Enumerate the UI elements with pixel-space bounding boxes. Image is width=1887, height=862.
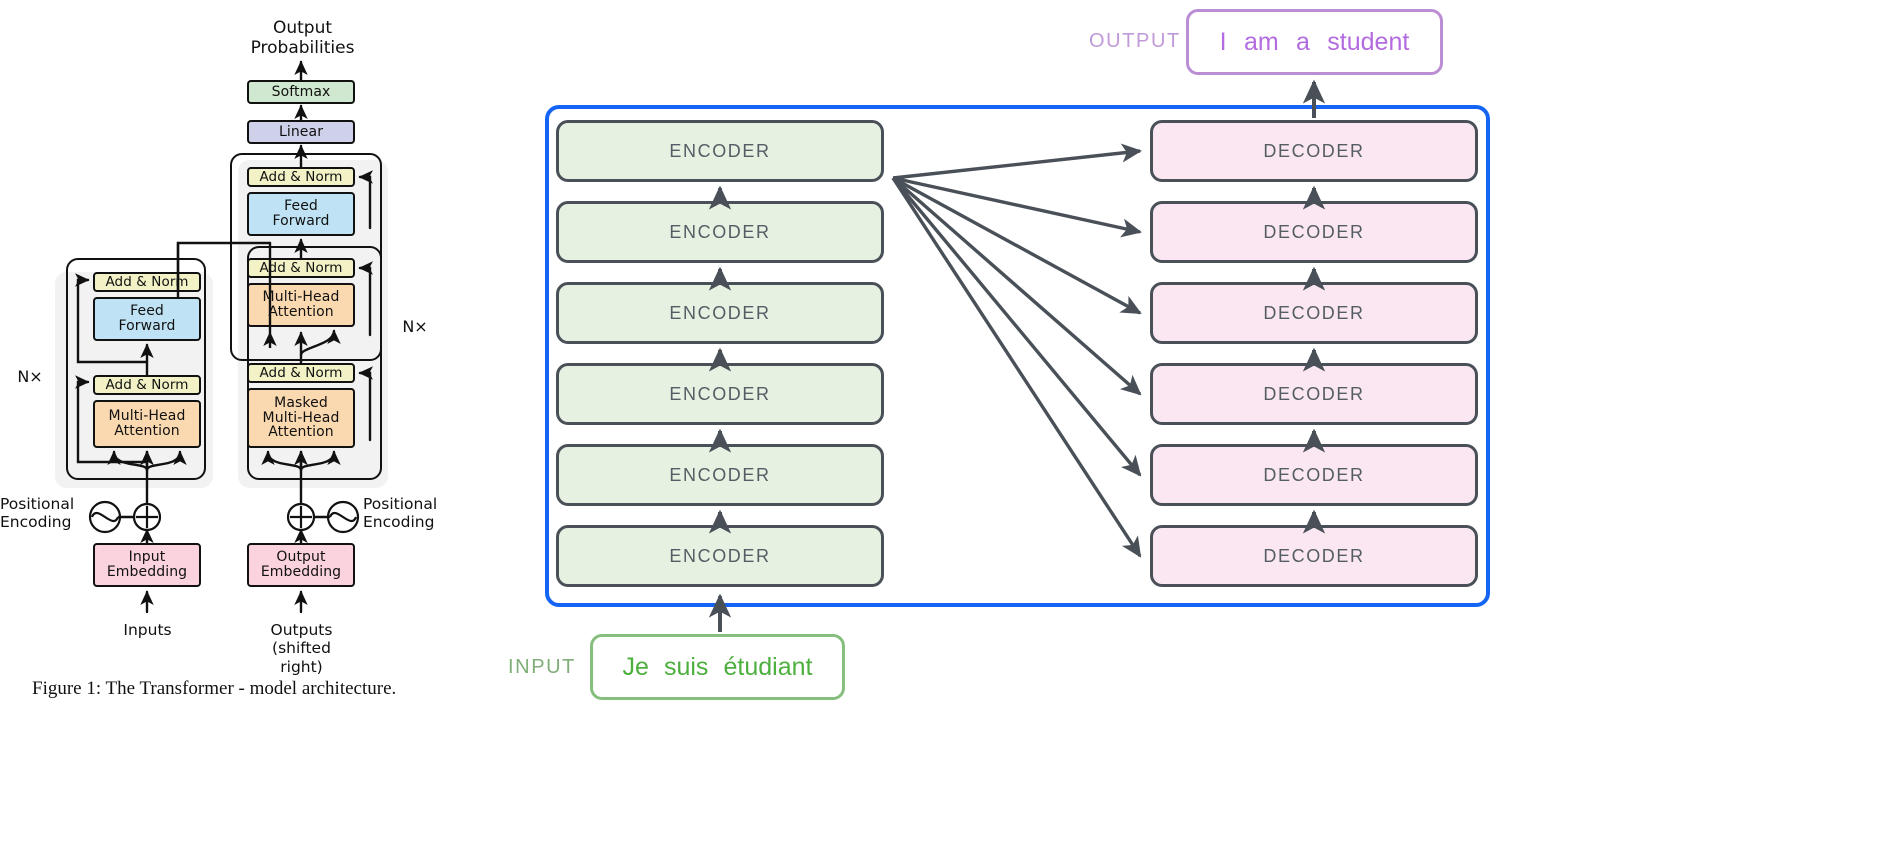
output-probabilities-label: Output Probabilities	[225, 18, 380, 58]
decoder-stack-item-1[interactable]: DECODER	[1150, 525, 1478, 587]
in-emb-line2: Embedding	[106, 564, 188, 580]
encoder-stack-item-5[interactable]: ENCODER	[556, 201, 884, 263]
masked-line2: Multi-Head	[262, 409, 340, 426]
input-token-2: étudiant	[723, 652, 813, 681]
encoder-feed-forward-box: Feed Forward	[93, 297, 201, 341]
pe-left-line1: Positional	[0, 495, 75, 513]
encoder-multi-head-attention-box: Multi-Head Attention	[93, 400, 201, 448]
encoder-stack-item-3[interactable]: ENCODER	[556, 363, 884, 425]
input-tokens-box[interactable]: Je suis étudiant	[590, 634, 845, 700]
output-probabilities-line2: Probabilities	[250, 38, 355, 59]
pe-right-line2: Encoding	[363, 513, 435, 532]
masked-multi-head-attention-box: Masked Multi-Head Attention	[247, 388, 355, 448]
input-token-0: Je	[622, 652, 649, 681]
figure-caption: Figure 1: The Transformer - model archit…	[32, 678, 397, 699]
masked-line1: Masked	[274, 394, 328, 411]
pe-right-line1: Positional	[363, 495, 438, 513]
out-emb-line2: Embedding	[260, 564, 342, 580]
decoder-add-norm-mid: Add & Norm	[247, 258, 355, 278]
inputs-label: Inputs	[123, 621, 172, 639]
output-token-3: student	[1327, 27, 1410, 56]
encoder-stack-item-2[interactable]: ENCODER	[556, 444, 884, 506]
input-embedding-box: Input Embedding	[93, 543, 201, 587]
nx-right-label: N×	[402, 317, 428, 336]
decoder-feed-forward-box: Feed Forward	[247, 192, 355, 236]
decoder-stack-item-2[interactable]: DECODER	[1150, 444, 1478, 506]
input-label: INPUT	[508, 656, 576, 678]
enc-mha-line1: Multi-Head	[108, 408, 186, 425]
encoder-repeat-frame	[66, 258, 206, 480]
output-token-1: am	[1243, 27, 1279, 56]
enc-ff-line1: Feed	[130, 303, 164, 320]
encoder-add-norm-bottom: Add & Norm	[93, 375, 201, 395]
encoder-stack-item-4[interactable]: ENCODER	[556, 282, 884, 344]
out-emb-line1: Output	[276, 549, 326, 566]
encoder-stack-item-6[interactable]: ENCODER	[556, 120, 884, 182]
input-token-1: suis	[663, 652, 709, 681]
transformer-frame	[545, 105, 1490, 607]
decoder-multi-head-attention-box: Multi-Head Attention	[247, 283, 355, 327]
output-tokens-box[interactable]: I am a student	[1186, 9, 1443, 75]
decoder-stack-item-4[interactable]: DECODER	[1150, 282, 1478, 344]
enc-ff-line2: Forward	[118, 318, 176, 334]
ff-line1: Feed	[284, 198, 318, 215]
masked-line3: Attention	[268, 424, 334, 441]
outputs-line2: (shifted right)	[272, 639, 331, 676]
linear-box: Linear	[247, 120, 355, 144]
encoder-add-norm-top: Add & Norm	[93, 272, 201, 292]
decoder-add-norm-bottom: Add & Norm	[247, 363, 355, 383]
decoder-stack-item-3[interactable]: DECODER	[1150, 363, 1478, 425]
positional-encoding-left-label: Positional Encoding	[0, 495, 90, 532]
ff-line2: Forward	[272, 213, 330, 229]
output-probabilities-line1: Output	[272, 18, 333, 38]
softmax-box: Softmax	[247, 80, 355, 104]
output-embedding-box: Output Embedding	[247, 543, 355, 587]
outputs-line1: Outputs	[270, 621, 333, 639]
output-token-0: I	[1219, 27, 1227, 56]
in-emb-line1: Input	[128, 549, 166, 566]
nx-left-label: N×	[17, 367, 43, 386]
outputs-label: Outputs (shifted right)	[250, 621, 353, 676]
mha-line2: Attention	[268, 304, 334, 320]
decoder-stack-item-5[interactable]: DECODER	[1150, 201, 1478, 263]
decoder-stack-item-6[interactable]: DECODER	[1150, 120, 1478, 182]
transformer-paper-figure: Output Probabilities Softmax Linear Add …	[0, 0, 500, 862]
output-token-2: a	[1296, 27, 1310, 56]
enc-mha-line2: Attention	[114, 423, 180, 439]
positional-encoding-right-label: Positional Encoding	[363, 495, 463, 532]
pe-left-line2: Encoding	[0, 513, 72, 532]
mha-line1: Multi-Head	[262, 289, 340, 306]
encoder-stack-item-1[interactable]: ENCODER	[556, 525, 884, 587]
output-label: OUTPUT	[1089, 30, 1181, 52]
decoder-add-norm-top: Add & Norm	[247, 167, 355, 187]
